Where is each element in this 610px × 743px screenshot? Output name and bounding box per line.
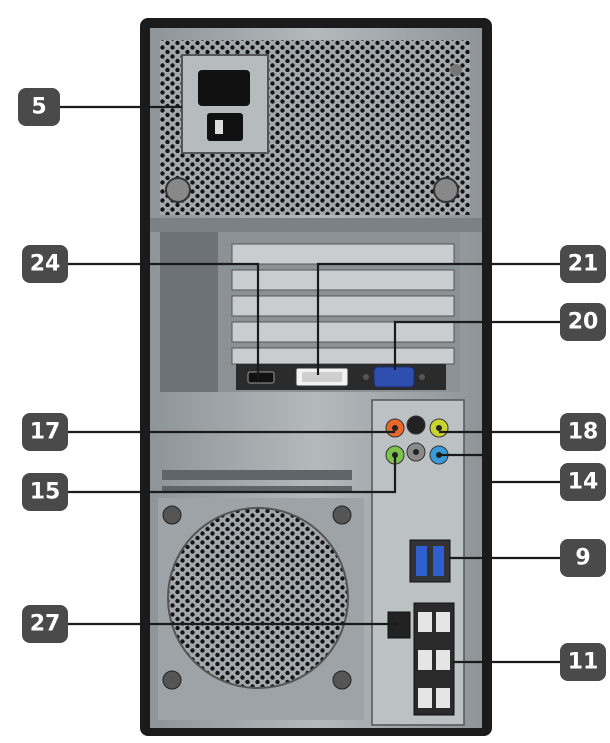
svg-text:9: 9	[575, 546, 590, 571]
usb3-ports	[409, 539, 451, 583]
rear-fan-grille	[167, 507, 349, 689]
svg-text:20: 20	[568, 310, 599, 335]
svg-text:27: 27	[30, 612, 61, 637]
svg-text:21: 21	[568, 252, 599, 277]
hdmi-port	[247, 371, 275, 384]
callout-badge-11: 11	[560, 643, 606, 681]
power-socket	[198, 70, 250, 106]
callout-badge-21: 21	[560, 245, 606, 283]
callout-badge-18: 18	[560, 413, 606, 451]
svg-text:24: 24	[30, 252, 61, 277]
svg-text:17: 17	[30, 420, 61, 445]
svg-text:15: 15	[30, 480, 61, 505]
audio-ports	[385, 415, 449, 465]
svg-text:14: 14	[568, 470, 599, 495]
leader-lines	[60, 105, 560, 664]
callout-badge-17: 17	[22, 413, 68, 451]
audio-jack-black	[406, 415, 426, 435]
power-switch	[207, 113, 243, 141]
callout-badge-5: 5	[18, 88, 60, 126]
svg-text:5: 5	[31, 95, 46, 120]
usb2-ports	[413, 602, 455, 716]
callout-badge-14: 14	[560, 463, 606, 501]
callout-badge-20: 20	[560, 303, 606, 341]
svg-text:11: 11	[568, 650, 599, 675]
callout-badge-24: 24	[22, 245, 68, 283]
callout-badge-15: 15	[22, 473, 68, 511]
callout-badge-27: 27	[22, 605, 68, 643]
callout-badge-9: 9	[560, 539, 606, 577]
slot-covers	[231, 243, 455, 365]
svg-text:18: 18	[568, 420, 599, 445]
